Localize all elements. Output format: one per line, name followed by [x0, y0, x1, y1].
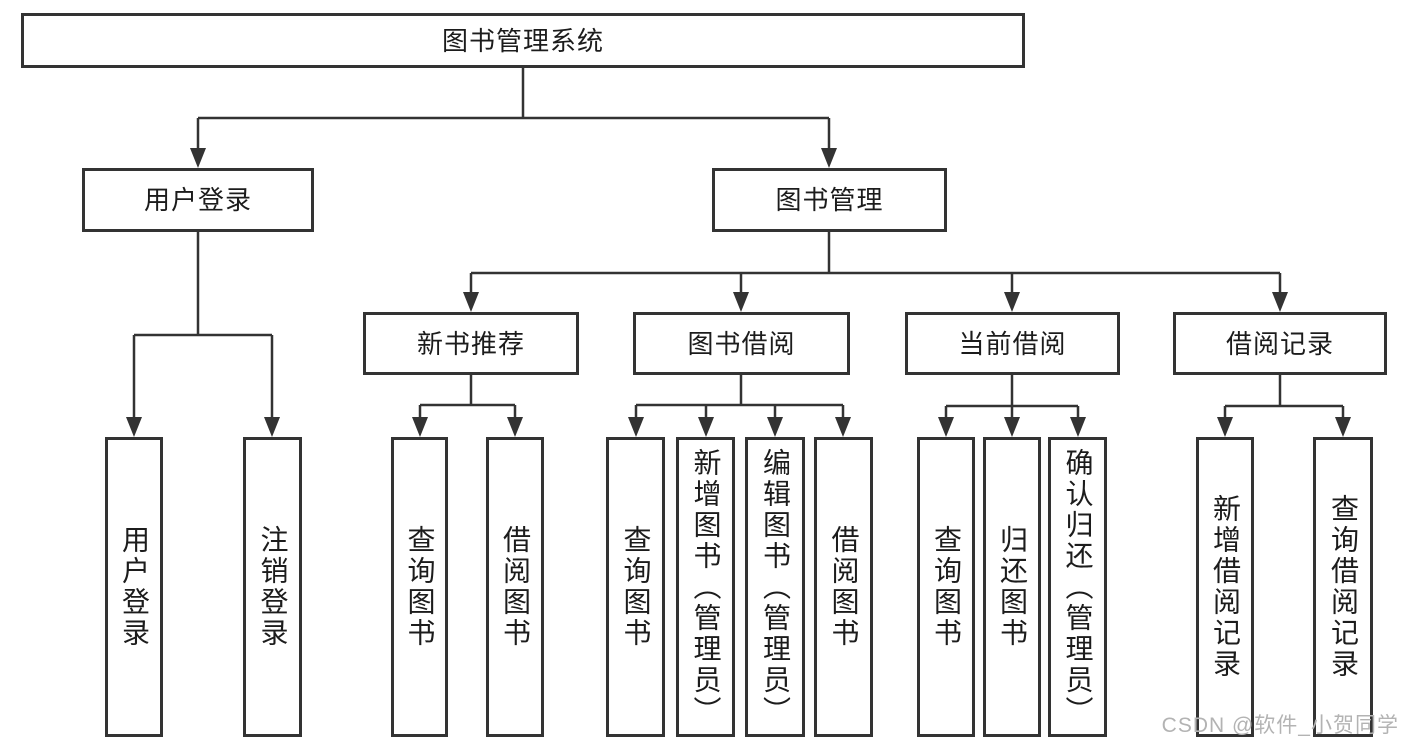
- node-label: 新书推荐: [416, 328, 525, 359]
- node-label: 编辑图书（管理员）: [760, 447, 791, 727]
- leaf-confirm-return-admin: 确认归还（管理员）: [1048, 437, 1107, 737]
- watermark-text: CSDN @软件_小贺同学: [1161, 714, 1399, 737]
- node-label: 借阅图书: [500, 525, 531, 649]
- node-current-borrowing: 当前借阅: [905, 312, 1120, 375]
- node-label: 图书借阅: [687, 328, 796, 359]
- node-label: 用户登录: [119, 525, 150, 649]
- node-label: 图书管理系统: [441, 25, 604, 56]
- arrow-down-icon: [412, 417, 428, 437]
- node-label: 查询图书: [620, 525, 652, 649]
- arrow-down-icon: [507, 417, 523, 437]
- arrow-down-icon: [190, 148, 206, 168]
- arrow-down-icon: [1272, 292, 1288, 312]
- leaf-borrow-books: 借阅图书: [814, 437, 873, 737]
- arrow-down-icon: [698, 417, 714, 437]
- node-label: 用户登录: [143, 185, 252, 215]
- leaf-add-book-admin: 新增图书（管理员）: [676, 437, 735, 737]
- node-label: 确认归还（管理员）: [1062, 447, 1094, 727]
- arrow-down-icon: [1070, 417, 1086, 437]
- node-label: 查询图书: [404, 525, 436, 649]
- connector-records-to-leaves: [1223, 375, 1345, 418]
- node-label: 图书管理: [775, 185, 884, 215]
- arrow-down-icon: [628, 417, 644, 437]
- leaf-return-book: 归还图书: [983, 437, 1041, 737]
- connector-root-to-level2: [196, 68, 831, 149]
- node-label: 借阅记录: [1225, 328, 1334, 359]
- node-label: 查询借阅记录: [1328, 494, 1359, 680]
- node-new-book-recommend: 新书推荐: [363, 312, 579, 375]
- arrow-down-icon: [463, 292, 479, 312]
- arrow-down-icon: [264, 417, 280, 437]
- leaf-query-books-current: 查询图书: [917, 437, 975, 737]
- arrow-down-icon: [821, 148, 837, 168]
- leaf-user-login: 用户登录: [105, 437, 163, 737]
- arrow-down-icon: [1217, 417, 1233, 437]
- arrow-down-icon: [1335, 417, 1351, 437]
- node-label: 借阅图书: [828, 525, 860, 649]
- leaf-query-borrow-record: 查询借阅记录: [1313, 437, 1373, 737]
- arrow-down-icon: [767, 417, 783, 437]
- node-label: 归还图书: [997, 525, 1028, 649]
- node-root-system: 图书管理系统: [21, 13, 1025, 68]
- node-label: 查询图书: [931, 525, 962, 649]
- leaf-borrow-books-recommend: 借阅图书: [486, 437, 544, 737]
- node-book-management: 图书管理: [712, 168, 947, 232]
- arrow-down-icon: [126, 417, 142, 437]
- node-label: 注销登录: [257, 525, 289, 649]
- node-label: 新增借阅记录: [1210, 494, 1241, 680]
- connector-currentborrow-to-leaves: [944, 375, 1080, 418]
- leaf-query-books-recommend: 查询图书: [391, 437, 448, 737]
- arrow-down-icon: [733, 292, 749, 312]
- arrow-down-icon: [1004, 417, 1020, 437]
- connector-bookmgmt-to-level3: [469, 232, 1282, 293]
- leaf-logout: 注销登录: [243, 437, 302, 737]
- leaf-query-books-borrow: 查询图书: [606, 437, 665, 737]
- connector-newbook-to-leaves: [418, 375, 517, 418]
- leaf-add-borrow-record: 新增借阅记录: [1196, 437, 1254, 737]
- arrow-down-icon: [938, 417, 954, 437]
- connector-userlogin-to-leaves: [132, 232, 274, 418]
- node-book-borrowing: 图书借阅: [633, 312, 850, 375]
- connector-bookborrow-to-leaves: [634, 375, 845, 418]
- arrow-down-icon: [835, 417, 851, 437]
- leaf-edit-book-admin: 编辑图书（管理员）: [745, 437, 805, 737]
- node-user-login: 用户登录: [82, 168, 314, 232]
- node-label: 新增图书（管理员）: [690, 447, 722, 727]
- node-borrowing-records: 借阅记录: [1173, 312, 1387, 375]
- arrow-down-icon: [1004, 292, 1020, 312]
- node-label: 当前借阅: [958, 328, 1067, 359]
